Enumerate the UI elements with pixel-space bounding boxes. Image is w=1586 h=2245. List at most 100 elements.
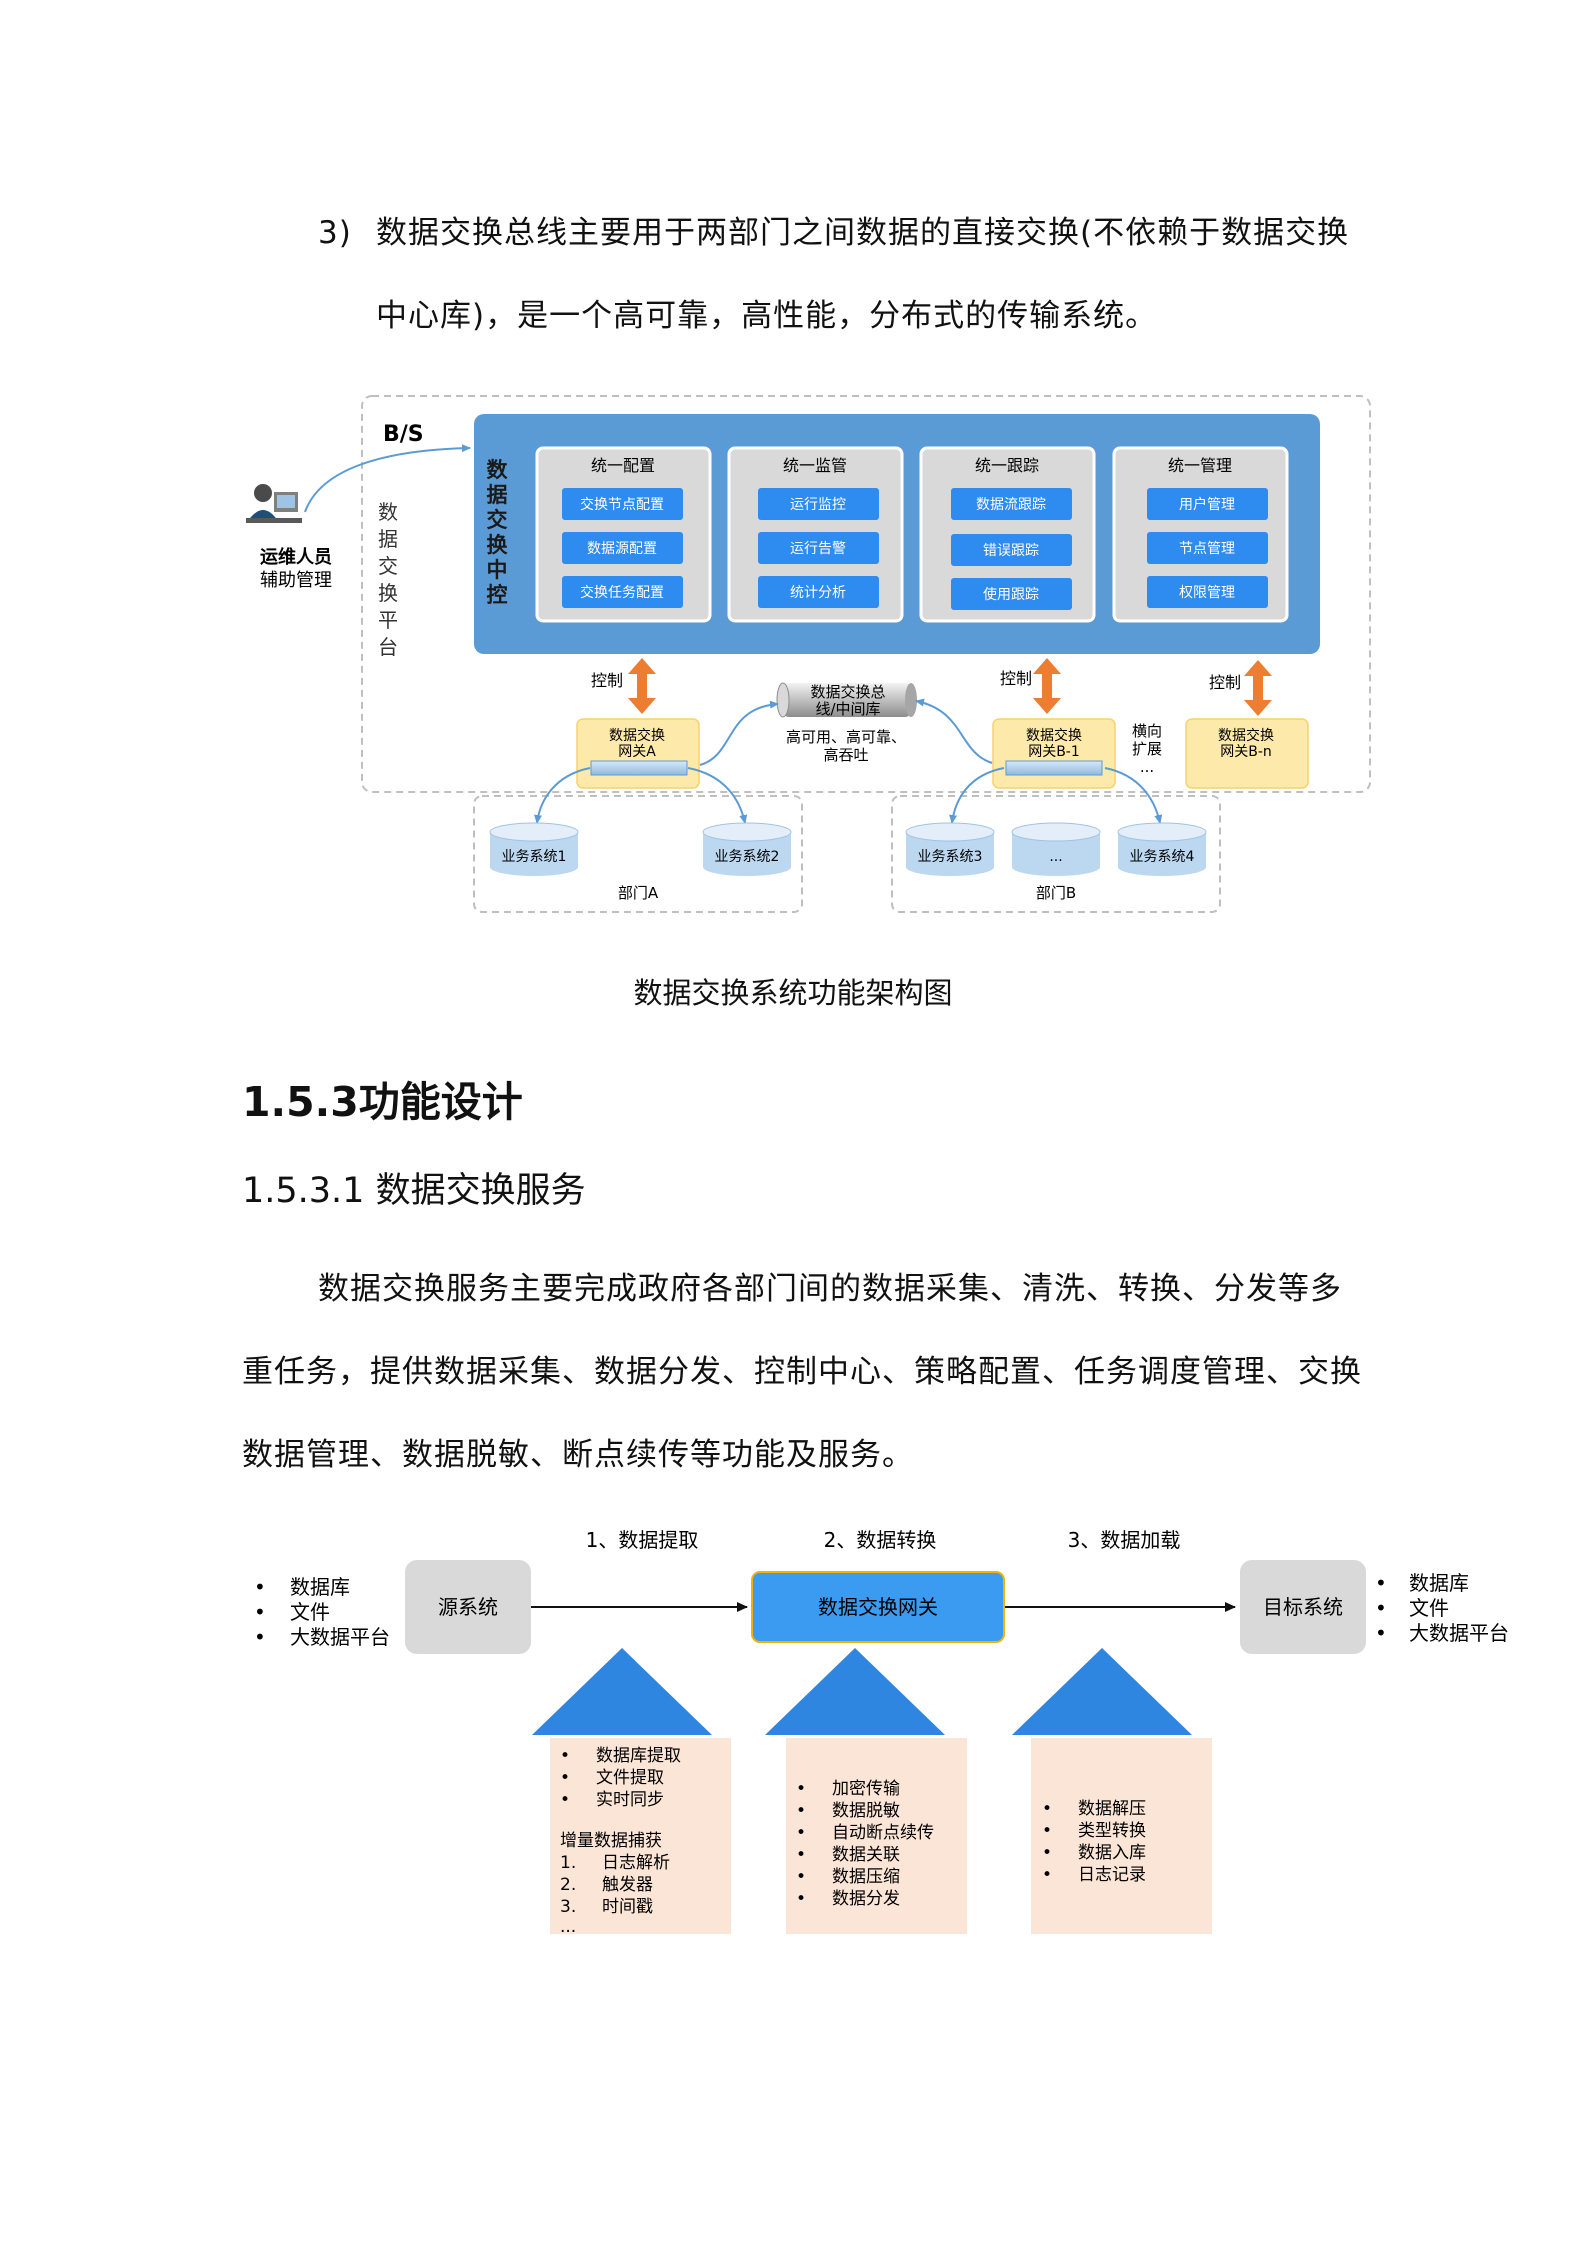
load-list: •数据解压 •类型转换 •数据入库 •日志记录 [1042,1799,1146,1885]
svg-text:中: 中 [487,558,508,582]
svg-text:数据交换: 数据交换 [1218,727,1274,744]
svg-text:日志记录: 日志记录 [1078,1865,1146,1885]
svg-text:•: • [560,1790,570,1810]
function-button: 错误跟踪 [983,543,1039,559]
svg-text:•: • [1042,1799,1052,1819]
svg-text:业务系统2: 业务系统2 [715,849,780,865]
svg-text:增量数据捕获: 增量数据捕获 [560,1831,662,1851]
subsection-heading: 1.5.3.1 数据交换服务 [242,1171,586,1211]
gateway-b1: 数据交换 网关B-1 [992,718,1116,789]
svg-text:大数据平台: 大数据平台 [290,1625,390,1649]
group-title: 统一配置 [591,456,655,475]
svg-text:大数据平台: 大数据平台 [1409,1621,1509,1645]
svg-text:数据压缩: 数据压缩 [832,1867,900,1887]
svg-text:加密传输: 加密传输 [832,1779,900,1799]
group-title: 统一管理 [1168,456,1232,475]
svg-text:据: 据 [378,527,398,551]
svg-text:...: ... [560,1917,576,1937]
function-group-trace: 统一跟踪 数据流跟踪 错误跟踪 使用跟踪 [919,446,1096,623]
svg-text:换: 换 [487,533,509,557]
svg-text:•: • [254,1600,266,1624]
function-button: 交换节点配置 [580,496,664,513]
target-system-label: 目标系统 [1263,1595,1343,1619]
function-group-manage: 统一管理 用户管理 节点管理 权限管理 [1112,446,1289,623]
roof-triangle [532,1648,712,1735]
svg-text:时间戳: 时间戳 [602,1897,653,1917]
svg-text:3.: 3. [560,1897,576,1917]
department-label: 部门A [618,884,659,902]
step-label: 3、数据加载 [1068,1528,1181,1552]
group-title: 统一监管 [783,456,847,475]
svg-text:实时同步: 实时同步 [596,1790,664,1810]
bus-note: 高吞吐 [823,746,868,764]
database-cylinder: 业务系统2 [702,822,792,876]
svg-text:2.: 2. [560,1875,576,1895]
svg-text:平: 平 [378,608,398,632]
paragraph-line: 数据交换服务主要完成政府各部门间的数据采集、清洗、转换、分发等多 [318,1271,1342,1307]
svg-text:据: 据 [487,483,508,507]
gateway-box [751,1571,1005,1643]
operator-label: 运维人员 [260,546,332,568]
extract-list: •数据库提取 •文件提取 •实时同步 增量数据捕获 1.日志解析 2.触发器 3… [560,1746,681,1937]
extract-panel [550,1738,731,1934]
svg-text:...: ... [1140,758,1154,776]
bus-connector [915,698,993,764]
svg-text:文件: 文件 [290,1600,330,1624]
gateway-bn: 数据交换 网关B-n [1185,718,1309,789]
step-label: 2、数据转换 [824,1528,937,1552]
svg-text:扩展: 扩展 [1132,740,1162,758]
svg-text:网关A: 网关A [618,744,656,760]
roof-triangle [765,1648,945,1735]
svg-text:文件: 文件 [1409,1596,1449,1620]
function-button: 使用跟踪 [983,586,1039,603]
svg-text:•: • [796,1823,806,1843]
svg-text:•: • [796,1867,806,1887]
svg-text:...: ... [1049,849,1062,865]
svg-text:•: • [796,1845,806,1865]
figure-caption: 数据交换系统功能架构图 [633,976,953,1010]
svg-text:横向: 横向 [1132,722,1162,740]
bs-connector [304,444,471,513]
target-type-list: •数据库 •文件 •大数据平台 [1375,1571,1509,1645]
svg-text:数据交换: 数据交换 [1026,727,1082,744]
etl-flow-diagram: 1、数据提取 2、数据转换 3、数据加载 •数据库 •文件 •大数据平台 源系统… [254,1528,1509,1937]
source-system-box [405,1560,531,1654]
function-button: 数据源配置 [587,541,657,557]
svg-text:数据库提取: 数据库提取 [596,1746,681,1766]
svg-text:业务系统1: 业务系统1 [502,849,567,865]
bus-connector [699,700,779,766]
database-cylinder: 业务系统3 [905,822,995,876]
function-button: 节点管理 [1179,541,1235,557]
scale-note: 横向 扩展 ... [1132,722,1162,776]
svg-text:•: • [254,1625,266,1649]
control-arrow [628,658,1272,716]
svg-text:数据交换总: 数据交换总 [810,683,885,701]
function-group-config: 统一配置 交换节点配置 数据源配置 交换任务配置 [535,446,712,623]
transform-panel [786,1738,967,1934]
control-label: 控制 [1000,669,1032,688]
control-center-label: 数 据 交 换 中 控 [487,458,509,607]
function-button: 数据流跟踪 [976,497,1046,513]
svg-text:数据关联: 数据关联 [832,1845,900,1865]
svg-text:换: 换 [378,581,398,605]
svg-text:•: • [1375,1571,1387,1595]
system-connector [687,767,748,824]
svg-text:•: • [560,1746,570,1766]
svg-text:数据解压: 数据解压 [1078,1799,1146,1819]
transform-list: •加密传输 •数据脱敏 •自动断点续传 •数据关联 •数据压缩 •数据分发 [796,1779,934,1909]
svg-text:数据库: 数据库 [1409,1571,1469,1595]
svg-text:•: • [1042,1843,1052,1863]
svg-text:控: 控 [487,583,508,607]
source-system-label: 源系统 [438,1595,498,1619]
svg-text:网关B-n: 网关B-n [1220,744,1272,760]
system-connector [949,767,1005,824]
bs-label: B/S [383,422,424,447]
svg-text:•: • [1042,1821,1052,1841]
architecture-diagram: 运维人员 辅助管理 B/S 数 据 交 换 平 台 数 据 交 换 中 控 统一… [246,395,1371,913]
platform-frame [361,395,1371,793]
system-connector [1104,767,1163,824]
department-b-frame [891,795,1221,913]
svg-text:文件提取: 文件提取 [596,1768,664,1788]
svg-text:•: • [1375,1621,1387,1645]
svg-text:数据库: 数据库 [290,1575,350,1599]
